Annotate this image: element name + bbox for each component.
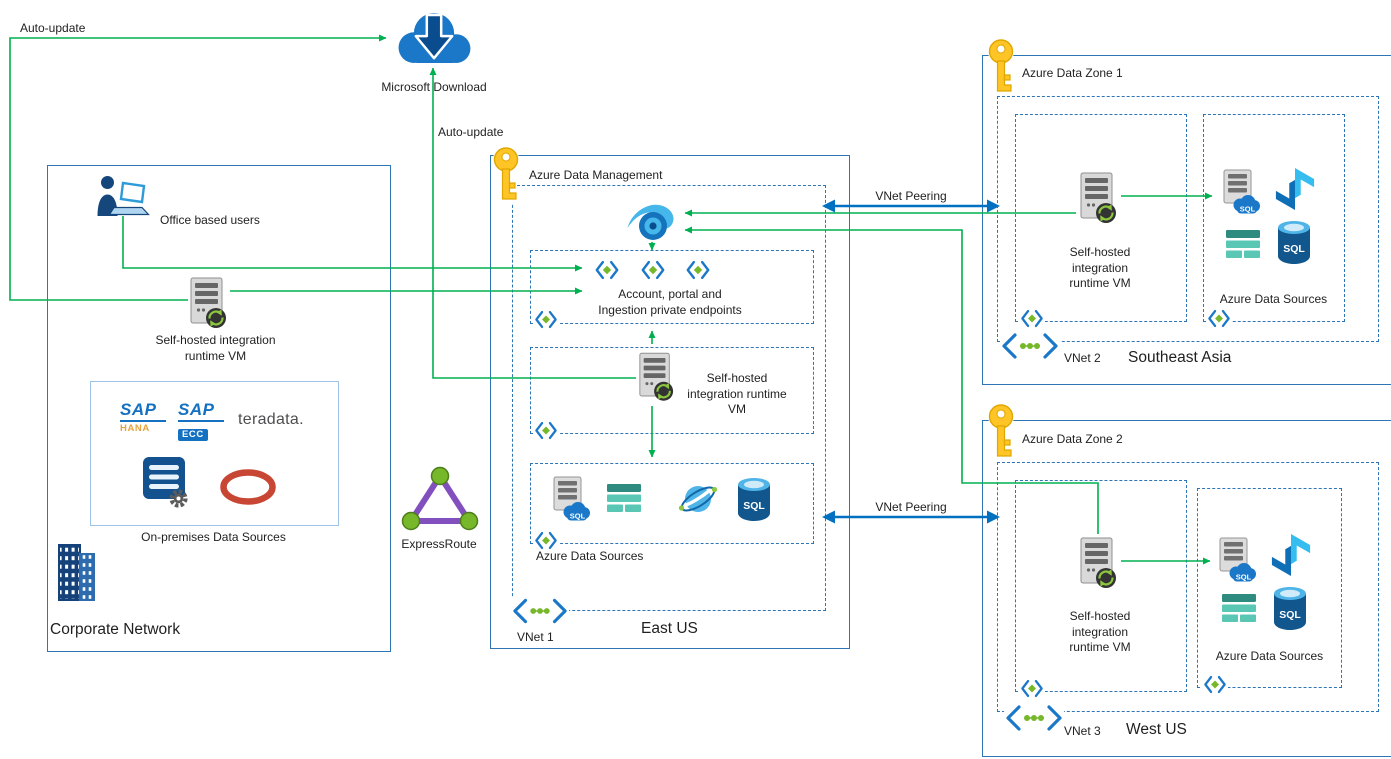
- sap-rule: [120, 419, 166, 422]
- shir-vm-icon: [637, 352, 675, 402]
- sql-database-icon: [736, 476, 772, 522]
- endpoints-label-line2: Ingestion private endpoints: [598, 302, 742, 317]
- vnet-icon: [1000, 331, 1060, 361]
- subnet-endpoint-icon: [1206, 308, 1232, 329]
- cosmos-db-icon: [678, 479, 718, 519]
- sql-server-icon: [1217, 537, 1257, 583]
- zone2-title: Azure Data Zone 2: [1022, 432, 1123, 446]
- endpoints-label-line1: Account, portal and: [618, 287, 722, 301]
- west-us-label: West US: [1126, 721, 1187, 738]
- zone2-box: [982, 420, 1391, 757]
- onprem-sources-box: [90, 381, 339, 526]
- vnet2-box: [997, 96, 1379, 342]
- auto-update-left-label: Auto-update: [20, 21, 86, 35]
- private-endpoint-icon: [594, 258, 620, 282]
- east-us-label: East US: [641, 620, 698, 637]
- expressroute-label: ExpressRoute: [401, 537, 477, 551]
- zone2-shir-label: Self-hosted integration runtime VM: [1069, 609, 1131, 655]
- shir-vm-icon: [1078, 172, 1118, 224]
- sql-database-icon: [1271, 585, 1309, 631]
- zone1-shir-label: Self-hosted integration runtime VM: [1069, 245, 1131, 291]
- zone1-sources-subnet-box: [1203, 114, 1345, 322]
- vnet-icon: [511, 597, 569, 625]
- subnet-endpoint-icon: [533, 309, 559, 330]
- subnet-endpoint-icon: [533, 420, 559, 441]
- table-storage-icon: [1221, 592, 1257, 624]
- oracle-icon: [220, 469, 276, 505]
- table-storage-icon: [606, 482, 642, 514]
- vnet3-box: [997, 462, 1379, 712]
- subnet-endpoint-icon: [533, 530, 559, 551]
- synapse-icon: [1270, 532, 1312, 578]
- zone1-shir-subnet-box: [1015, 114, 1187, 322]
- onprem-sources-label: On-premises Data Sources: [141, 530, 286, 544]
- key-icon: [489, 146, 523, 206]
- data-management-title: Azure Data Management: [529, 168, 663, 182]
- southeast-asia-label: Southeast Asia: [1128, 349, 1232, 366]
- subnet-endpoint-icon: [1019, 678, 1045, 699]
- vnet-peering-top-label: VNet Peering: [875, 189, 947, 203]
- sql-database-icon: [1275, 219, 1313, 265]
- expressroute-icon: [401, 466, 479, 531]
- zone1-box: [982, 55, 1391, 385]
- shir-vm-icon: [1078, 537, 1118, 589]
- office-users-label: Office based users: [160, 213, 260, 227]
- vnet2-label: VNet 2: [1064, 351, 1101, 365]
- zone1-title: Azure Data Zone 1: [1022, 66, 1123, 80]
- management-shir-label: Self-hosted integration runtime VM: [687, 371, 787, 417]
- zone2-sources-subnet-box: [1197, 488, 1342, 688]
- purview-eye-icon: [627, 204, 674, 240]
- sql-server-icon: [551, 476, 591, 522]
- corporate-shir-label: Self-hosted integration runtime VM: [155, 333, 276, 363]
- hana-text: HANA: [120, 423, 150, 434]
- teradata-logo: teradata.: [238, 411, 304, 428]
- vnet3-label: VNet 3: [1064, 724, 1101, 738]
- sap-rule: [178, 419, 224, 422]
- vnet1-label: VNet 1: [517, 630, 554, 644]
- sap-text: SAP: [120, 400, 157, 419]
- sql-server-onprem-icon: [143, 457, 188, 508]
- microsoft-download-label: Microsoft Download: [381, 80, 487, 94]
- vnet-peering-bottom-label: VNet Peering: [875, 500, 947, 514]
- subnet-endpoint-icon: [1019, 308, 1045, 329]
- zone2-sources-label: Azure Data Sources: [1215, 649, 1324, 663]
- vnet-icon: [1004, 703, 1064, 733]
- microsoft-download-cloud-icon: [398, 13, 471, 63]
- auto-update-center-label: Auto-update: [438, 125, 504, 139]
- ecc-text: ECC: [178, 429, 208, 442]
- private-endpoint-icon: [640, 258, 666, 282]
- key-icon: [984, 403, 1018, 463]
- management-sources-label: Azure Data Sources: [536, 549, 644, 563]
- sap-hana-logo: SAP HANA: [120, 401, 166, 434]
- subnet-endpoint-icon: [1202, 674, 1228, 695]
- zone2-shir-subnet-box: [1015, 480, 1187, 692]
- corporate-network-title: Corporate Network: [50, 621, 181, 638]
- zone1-sources-label: Azure Data Sources: [1219, 292, 1328, 306]
- endpoints-label: Account, portal and Ingestion private en…: [585, 287, 755, 318]
- sap-ecc-logo: SAP ECC: [178, 401, 224, 442]
- table-storage-icon: [1225, 228, 1261, 260]
- office-users-icon: [97, 176, 150, 216]
- sql-server-icon: [1221, 169, 1261, 215]
- key-icon: [984, 38, 1018, 98]
- sap-text: SAP: [178, 400, 215, 419]
- private-endpoint-icon: [685, 258, 711, 282]
- building-icon: [58, 544, 95, 601]
- synapse-icon: [1274, 166, 1316, 212]
- shir-vm-icon: [188, 277, 228, 329]
